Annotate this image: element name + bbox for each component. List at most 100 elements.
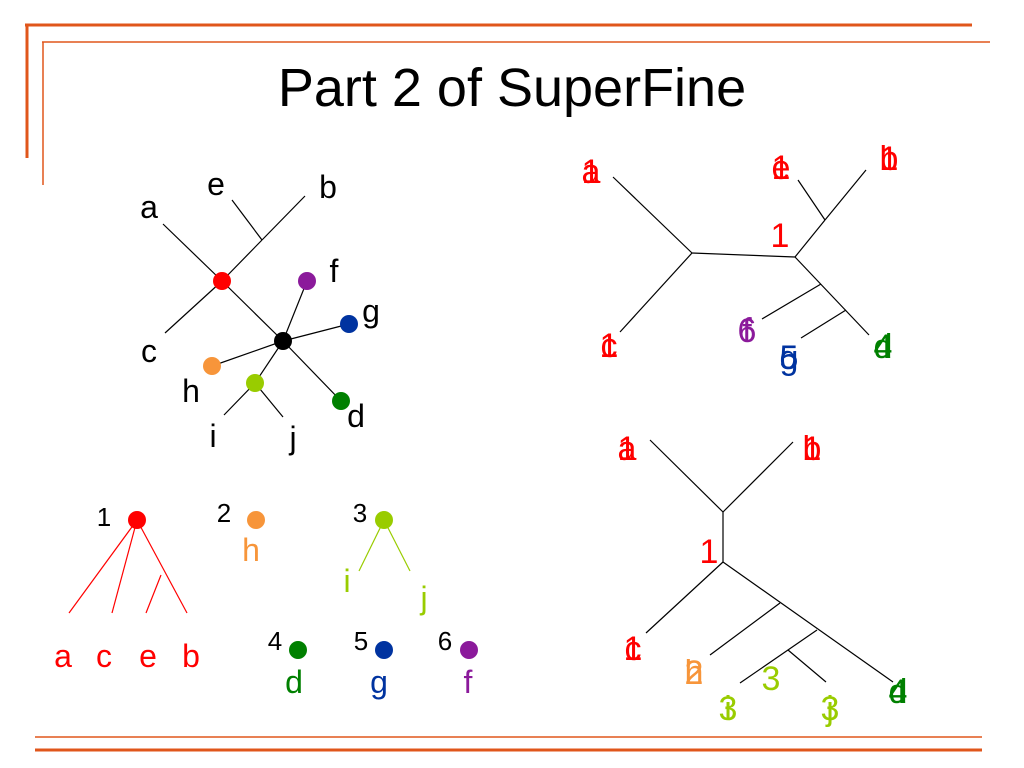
overlay-number: 1: [582, 153, 601, 191]
leaf-label: d: [874, 328, 893, 366]
leaf-label: f: [330, 253, 339, 289]
edge: [221, 239, 263, 282]
leaf-label: h: [685, 654, 704, 692]
leaf-label: g: [362, 293, 380, 329]
component-number: 4: [268, 626, 282, 656]
edge: [282, 280, 308, 342]
leaf-label: i: [209, 418, 216, 454]
edge: [221, 280, 284, 342]
leaf-label: a: [582, 153, 601, 191]
leaf-label: b: [319, 169, 337, 205]
tree-bottom-right-labels: a 1 b 1 c 1 h 2 i 3 j 3 d 4 1 3: [618, 430, 908, 728]
node-green: [289, 641, 307, 659]
leaf-label: c: [141, 333, 157, 369]
edge: [761, 283, 822, 320]
edge: [722, 561, 894, 683]
edge: [282, 340, 342, 402]
node-red: [213, 272, 231, 290]
component-1: 1 a c e b: [54, 502, 200, 674]
internal-label: 1: [700, 533, 719, 571]
edge: [211, 340, 284, 367]
edge: [358, 519, 385, 572]
edge: [649, 439, 724, 513]
leaf-label: c: [96, 638, 112, 674]
page-title: Part 2 of SuperFine: [278, 58, 746, 118]
component-2: 2 h: [217, 498, 265, 568]
leaf-label: e: [207, 166, 225, 202]
node-blue: [340, 315, 358, 333]
edge: [645, 561, 724, 634]
component-number: 6: [438, 626, 452, 656]
edge: [797, 179, 826, 221]
overlay-number: 1: [803, 430, 822, 468]
overlay-number: 4: [874, 328, 893, 366]
overlay-number: 3: [719, 690, 738, 728]
edge: [739, 629, 818, 684]
edge: [261, 195, 306, 241]
leaf-label: c: [625, 630, 642, 668]
node-red: [128, 511, 146, 529]
edge: [787, 649, 827, 683]
tree-main-nodes: [203, 272, 358, 410]
internal-label: 3: [762, 660, 781, 698]
node-purple: [460, 641, 478, 659]
leaf-label: j: [288, 420, 296, 456]
leaf-label: j: [825, 690, 834, 728]
component-number: 5: [354, 626, 368, 656]
node-purple: [298, 272, 316, 290]
leaf-label: g: [780, 339, 799, 377]
slide-frame: [25, 23, 990, 752]
leaf-label: b: [182, 638, 200, 674]
edge: [794, 256, 870, 336]
edge: [282, 323, 350, 342]
leaf-label: i: [724, 690, 732, 728]
node-lime: [246, 374, 264, 392]
node-black: [274, 332, 292, 350]
overlay-number: 2: [685, 654, 704, 692]
overlay-number: 1: [600, 327, 619, 365]
overlay-number: 1: [624, 630, 643, 668]
node-lime: [375, 511, 393, 529]
leaf-label: h: [242, 532, 260, 568]
leaf-label: f: [464, 664, 473, 700]
edge: [794, 219, 826, 258]
leaf-label: d: [889, 673, 908, 711]
overlay-number: 5: [780, 339, 799, 377]
edge: [136, 519, 188, 614]
leaf-label: j: [419, 580, 427, 616]
leaf-label: g: [370, 664, 388, 700]
component-5: 5 g: [354, 626, 393, 700]
node-orange: [247, 511, 265, 529]
component-number: 2: [217, 498, 231, 528]
edge: [68, 519, 138, 614]
leaf-label: d: [347, 398, 365, 434]
edge: [162, 223, 223, 282]
leaf-label: b: [803, 430, 822, 468]
tree-top-right-labels: a 1 e 1 b 1 c 1 f 6 g 5 d 4 1: [582, 140, 899, 377]
edge: [612, 176, 693, 254]
edge: [111, 519, 138, 614]
component-number: 3: [353, 498, 367, 528]
edge: [164, 280, 223, 334]
component-3: 3 i j: [343, 498, 427, 616]
component-number: 1: [97, 502, 111, 532]
leaf-label: b: [880, 140, 899, 178]
node-orange: [203, 357, 221, 375]
leaf-label: a: [54, 638, 72, 674]
component-6: 6 f: [438, 626, 478, 700]
edge: [145, 574, 162, 614]
tree-top-right: [612, 169, 870, 339]
edge: [800, 309, 847, 339]
leaf-label: e: [139, 638, 157, 674]
tree-main-labels: a e b f g c h i j d: [140, 166, 380, 456]
leaf-label: c: [601, 327, 618, 365]
tree-main: [162, 195, 350, 418]
leaf-label: a: [618, 430, 637, 468]
edge: [709, 602, 781, 656]
leaf-label: f: [742, 312, 752, 350]
overlay-number: 1: [880, 140, 899, 178]
edge: [231, 199, 263, 241]
leaf-label: e: [772, 149, 791, 187]
leaf-label: i: [343, 563, 350, 599]
